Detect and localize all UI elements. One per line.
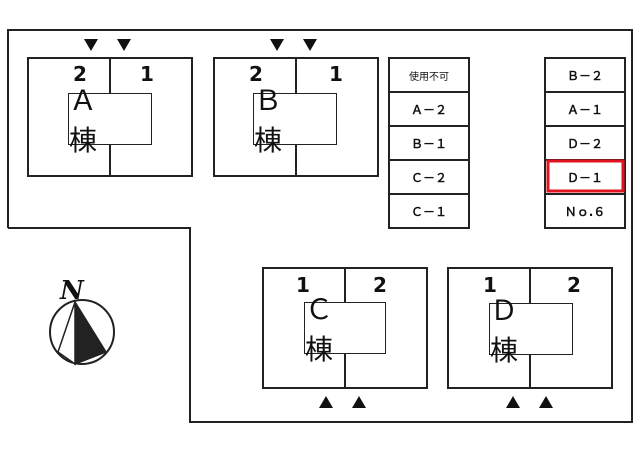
- triangle-up-icon: [539, 396, 553, 408]
- triangle-up-icon: [352, 396, 366, 408]
- building-b-name: Ｂ 棟: [253, 84, 337, 157]
- building-d-unit-left: 1: [483, 273, 497, 297]
- building-c-name: Ｃ 棟: [304, 293, 386, 366]
- parking-slot-right-5: Ｎｏ.６: [564, 204, 606, 219]
- triangle-up-icon: [319, 396, 333, 408]
- parking-left-grid: [388, 57, 470, 229]
- building-a-name: Ａ 棟: [68, 84, 152, 157]
- parking-slot-right-1: Ｂ－２: [566, 68, 603, 83]
- building-d-name: Ｄ 棟: [489, 294, 573, 367]
- triangle-down-icon: [117, 39, 131, 51]
- triangle-down-icon: [84, 39, 98, 51]
- parking-slot-right-3: Ｄ－２: [566, 136, 603, 151]
- parking-slot-right-4-highlighted: Ｄ－１: [566, 170, 603, 185]
- parking-slot-left-3: Ｂ－１: [410, 136, 447, 151]
- building-d-unit-right: 2: [567, 273, 581, 297]
- parking-slot-left-2: Ａ－２: [410, 102, 447, 117]
- parking-slot-left-4: Ｃ－２: [410, 170, 447, 185]
- parking-right-grid: [544, 57, 626, 229]
- parking-slot-left-5: Ｃ－１: [410, 204, 447, 219]
- building-b-unit-right: 1: [329, 62, 343, 86]
- triangle-down-icon: [303, 39, 317, 51]
- north-label: N: [60, 276, 84, 306]
- highlighted-slot-frame: [546, 159, 625, 193]
- building-a-unit-left: 2: [73, 62, 87, 86]
- building-c-unit-left: 1: [296, 273, 310, 297]
- building-c-unit-right: 2: [373, 273, 387, 297]
- building-b-unit-left: 2: [249, 62, 263, 86]
- parking-slot-left-1: 使用不可: [409, 71, 449, 83]
- parking-slot-right-2: Ａ－１: [566, 102, 603, 117]
- triangle-up-icon: [506, 396, 520, 408]
- triangle-down-icon: [270, 39, 284, 51]
- building-a-unit-right: 1: [140, 62, 154, 86]
- compass-icon: [49, 299, 115, 366]
- site-boundary: [7, 29, 633, 423]
